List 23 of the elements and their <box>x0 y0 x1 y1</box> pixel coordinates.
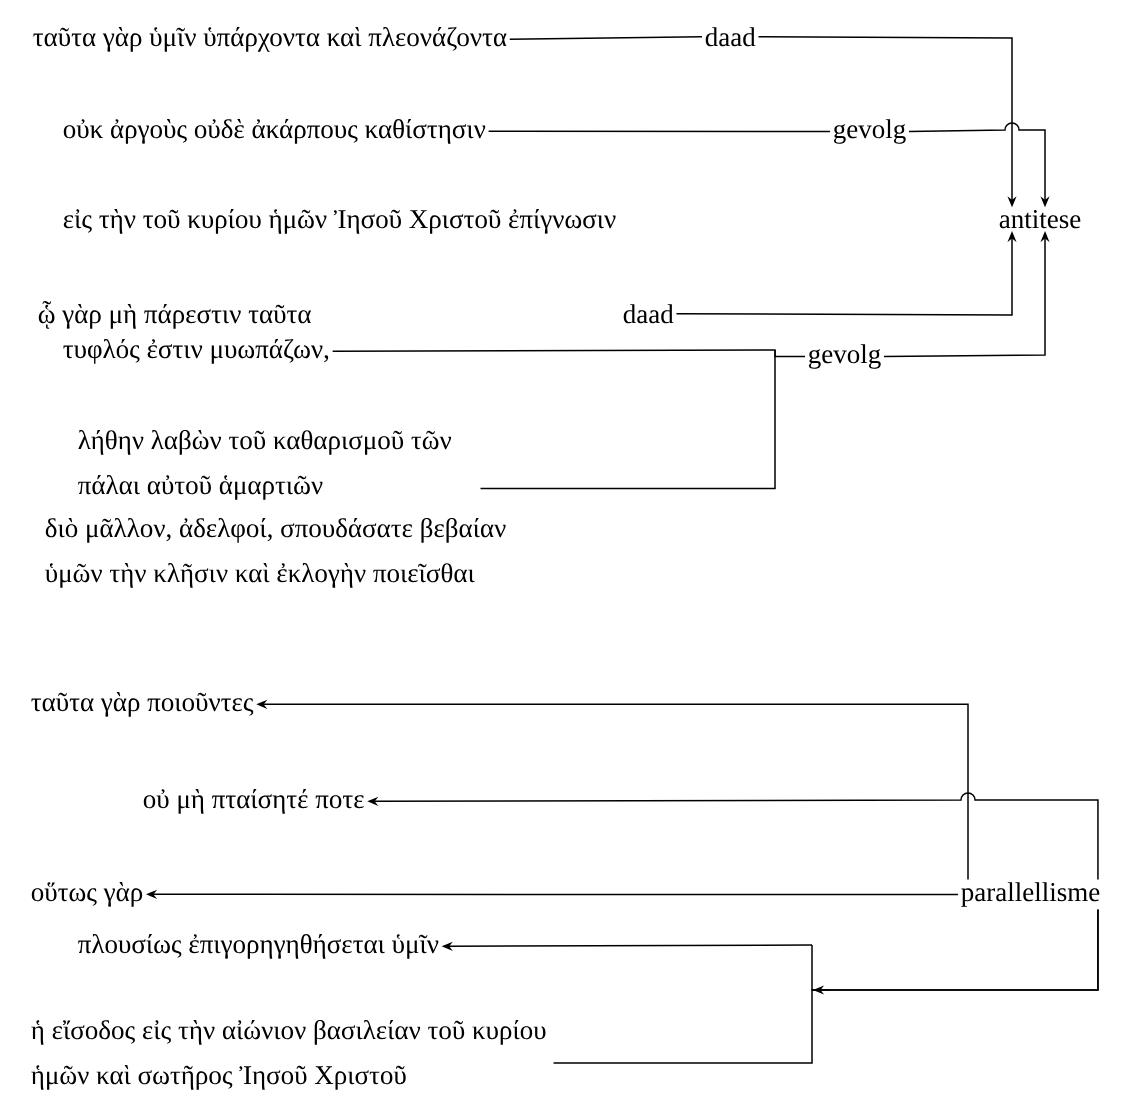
text-label: οὐκ ἀργοὺς οὐδὲ ἀκάρπους καθίστησιν <box>63 118 486 144</box>
text-label: daad <box>623 304 674 324</box>
connector-line <box>479 349 776 490</box>
text-label: parallellisme <box>961 882 1100 907</box>
text-label: οὕτως γὰρ <box>31 881 143 907</box>
greek-phrase: διὸ μᾶλλον, ἀδελφοί, σπουδάσατε βεβαίαν ὑμῶν τὴν κλῆσιν καὶ ἐκλογὴν ποιεῖσθαι <box>45 518 506 588</box>
text-label: τυφλός ἐστιν μυωπάζων, <box>63 338 329 364</box>
connector-line <box>487 130 831 133</box>
text-label: antitese <box>999 210 1081 229</box>
text-label: daad <box>705 27 756 47</box>
greek-phrase: εἰς τὴν τοῦ κυρίου ἡμῶν Ἰησοῦ Χριστοῦ ἐπίγνωσιν <box>63 208 616 234</box>
text-label: λήθην λαβὼν τοῦ καθαρισμοῦ τῶν πάλαι αὐτοῦ ἁμαρτιῶν <box>78 430 452 500</box>
connector-line <box>509 36 703 41</box>
connector-line <box>552 908 1099 1064</box>
text-label: gevolg <box>808 344 881 369</box>
connector-line <box>331 349 806 358</box>
text-label: ταῦτα γὰρ ποιοῦντες <box>31 691 254 717</box>
text-label: ταῦτα γὰρ ὑμῖν ὑπάρχοντα καὶ πλεονάζοντα <box>33 26 507 52</box>
text-label: οὐ μὴ πταίσητέ ποτε <box>143 788 364 814</box>
text-label: πλουσίως ἐπιγορηγηθήσεται ὑμῖν <box>78 933 439 959</box>
text-label: gevolg <box>833 119 906 144</box>
greek-phrase: ᾧ γὰρ μὴ πάρεστιν ταῦτα <box>38 300 311 329</box>
text-label: ἡ εἴσοδος εἰς τὴν αἰώνιον βασιλείαν τοῦ κυρίου ἡμῶν καὶ σωτῆρος Ἰησοῦ Χριστοῦ <box>31 1020 546 1090</box>
